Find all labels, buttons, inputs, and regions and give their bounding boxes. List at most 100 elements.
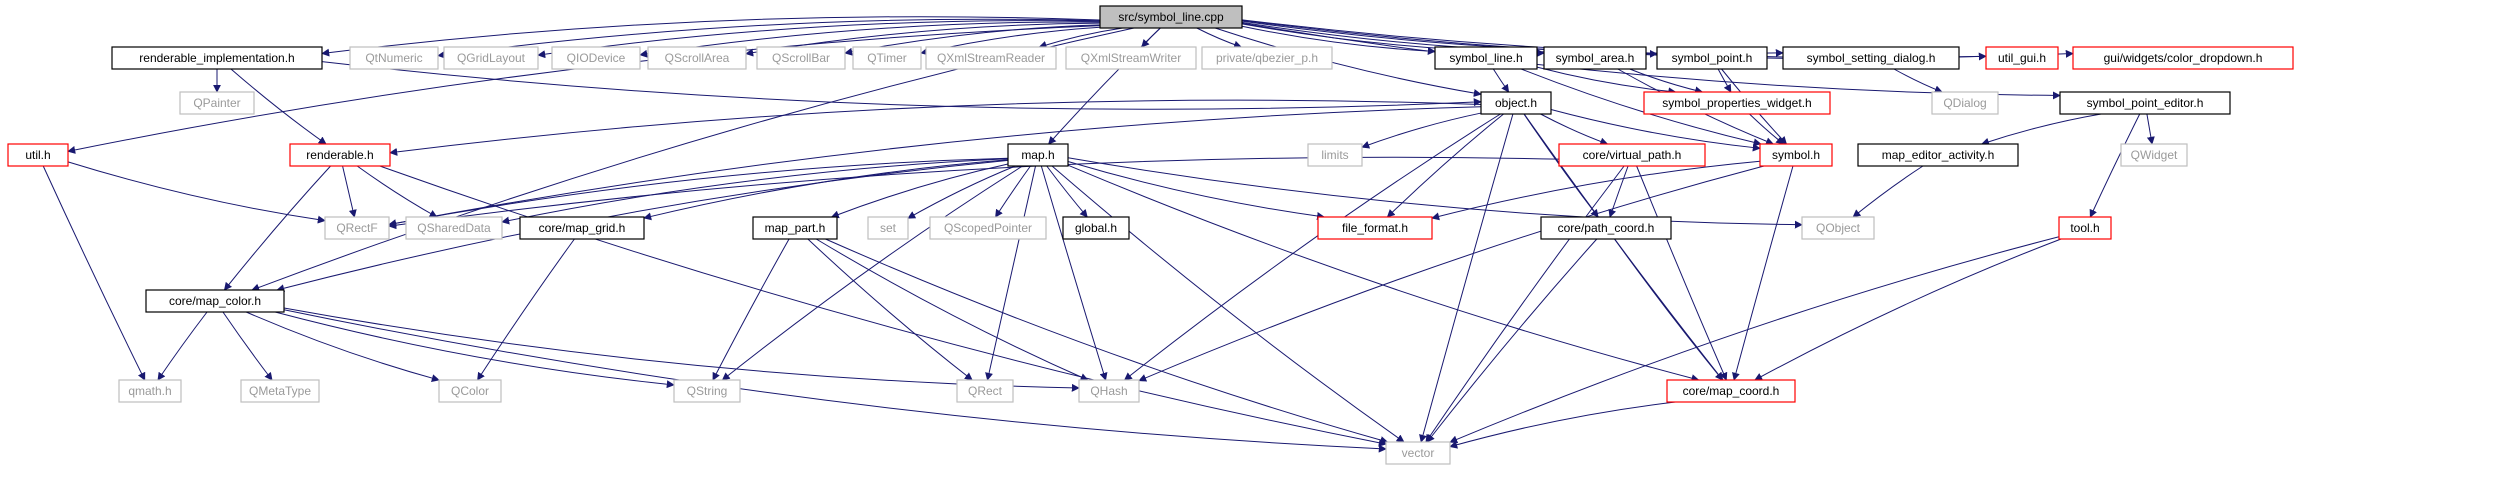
edge-map_h-to-file_format_h (1067, 161, 1326, 220)
node-core-map-color-h[interactable]: core/map_color.h (145, 289, 285, 313)
node-util-gui-h[interactable]: util_gui.h (1985, 46, 2059, 70)
node-box (443, 46, 539, 70)
node-symbol-setting-dialog-h[interactable]: symbol_setting_dialog.h (1782, 46, 1960, 70)
edge-map_h-to-core_map_grid_h (643, 159, 1009, 221)
node-tool-h[interactable]: tool.h (2058, 216, 2112, 240)
node-map-editor-activity-h[interactable]: map_editor_activity.h (1857, 143, 2019, 167)
node-label: symbol_setting_dialog.h (1807, 51, 1936, 65)
node-label: QObject (1816, 221, 1861, 235)
node-label: renderable.h (306, 148, 373, 162)
edge-object_h-to-renderable_h (389, 99, 1482, 156)
node-label: global.h (1075, 221, 1117, 235)
node-box (7, 143, 69, 167)
node-QMetaType: QMetaType (240, 379, 320, 403)
node-core-map-coord-h[interactable]: core/map_coord.h (1666, 379, 1796, 403)
node-box (1385, 441, 1451, 465)
node-symbol-properties-widget-h[interactable]: symbol_properties_widget.h (1643, 91, 1831, 115)
node-label: map_part.h (765, 221, 826, 235)
node-map-h[interactable]: map.h (1007, 143, 1069, 167)
node-box (1065, 46, 1197, 70)
node-box (1801, 216, 1875, 240)
edge-map_h-to-QObject (1067, 157, 1803, 229)
node-symbol-point-editor-h[interactable]: symbol_point_editor.h (2059, 91, 2231, 115)
node-object-h[interactable]: object.h (1480, 91, 1552, 115)
edge-symbol_point_editor_h-to-QWidget (2146, 113, 2155, 145)
edge-symbol_line_cpp-to-map_h (1048, 27, 1161, 145)
edge-util_h-to-QRectF (67, 161, 326, 224)
edge-core_map_color_h-to-QString (275, 311, 675, 389)
node-box (647, 46, 747, 70)
node-map-part-h[interactable]: map_part.h (752, 216, 838, 240)
node-label: symbol_line.h (1449, 51, 1522, 65)
node-QXmlStreamReader: QXmlStreamReader (925, 46, 1057, 70)
node-box (956, 379, 1014, 403)
node-file-format-h[interactable]: file_format.h (1317, 216, 1433, 240)
node-label: QScrollBar (772, 51, 830, 65)
node-label: QHash (1090, 384, 1127, 398)
edge-map_h-to-QString (721, 165, 1023, 381)
node-box (405, 216, 503, 240)
node-label: symbol_area.h (1556, 51, 1635, 65)
edge-symbol_point_editor_h-to-tool_h (2089, 113, 2141, 218)
node-label: symbol_properties_widget.h (1662, 96, 1811, 110)
node-symbol-area-h[interactable]: symbol_area.h (1543, 46, 1647, 70)
edge-map_h-to-QSharedData (501, 158, 1009, 225)
node-box (2120, 143, 2188, 167)
node-renderable-h[interactable]: renderable.h (289, 143, 391, 167)
node-core-map-grid-h[interactable]: core/map_grid.h (519, 216, 645, 240)
node-global-h[interactable]: global.h (1062, 216, 1130, 240)
node-qbezier-p-h: private/qbezier_p.h (1201, 46, 1333, 70)
node-QRect: QRect (956, 379, 1014, 403)
node-label: core/map_coord.h (1683, 384, 1780, 398)
edge-core_map_color_h-to-QMetaType (222, 311, 273, 381)
edge-symbol_line_cpp-to-QXmlStreamReader (1038, 27, 1123, 49)
node-label: util.h (25, 148, 50, 162)
node-label: symbol_point_editor.h (2087, 96, 2204, 110)
node-symbol-line-cpp[interactable]: src/symbol_line.cpp (1099, 5, 1243, 29)
node-box (289, 143, 391, 167)
edge-renderable_impl_h-to-object_h (321, 61, 1482, 110)
node-label: gui/widgets/color_dropdown.h (2104, 51, 2263, 65)
node-symbol-point-h[interactable]: symbol_point.h (1656, 46, 1768, 70)
edge-symbol_area_h-to-symbol_properties_widget_h (1629, 68, 1704, 95)
edge-symbol_line_h-to-symbol_h (1520, 68, 1762, 147)
edge-object_h-to-file_format_h (1386, 113, 1504, 218)
node-box (1434, 46, 1538, 70)
edge-object_h-to-QHash (1123, 113, 1501, 381)
node-core-virtual-path-h[interactable]: core/virtual_path.h (1558, 143, 1706, 167)
node-box (118, 379, 182, 403)
edge-map_h-to-set (907, 165, 1016, 219)
node-label: core/map_grid.h (539, 221, 626, 235)
edge-map_h-to-core_map_color_h (276, 159, 1009, 293)
edge-renderable_h-to-QRectF (342, 165, 357, 218)
node-label: QGridLayout (457, 51, 526, 65)
edge-symbol_h-to-QHash (1138, 165, 1765, 382)
edge-core_map_coord_h-to-vector (1449, 401, 1676, 449)
node-core-path-coord-h[interactable]: core/path_coord.h (1540, 216, 1672, 240)
node-label: QDialog (1943, 96, 1986, 110)
edge-map_h-to-map_part_h (830, 163, 1009, 219)
node-util-h[interactable]: util.h (7, 143, 69, 167)
node-symbol-h[interactable]: symbol.h (1759, 143, 1833, 167)
node-label: QRect (968, 384, 1003, 398)
edge-symbol_h-to-core_map_coord_h (1732, 165, 1794, 381)
edge-core_map_color_h-to-QColor (245, 311, 440, 383)
node-box (1078, 379, 1140, 403)
node-label: QScopedPointer (944, 221, 1032, 235)
node-box (551, 46, 641, 70)
edge-tool_h-to-core_map_coord_h (1754, 238, 2062, 381)
node-symbol-line-h[interactable]: symbol_line.h (1434, 46, 1538, 70)
edge-object_h-to-limits (1361, 112, 1482, 149)
node-QTimer: QTimer (852, 46, 922, 70)
node-label: QXmlStreamWriter (1081, 51, 1181, 65)
node-color-dropdown-h[interactable]: gui/widgets/color_dropdown.h (2072, 46, 2294, 70)
node-box (324, 216, 390, 240)
node-label: object.h (1495, 96, 1537, 110)
node-box (925, 46, 1057, 70)
edge-map_part_h-to-vector (825, 238, 1389, 444)
node-renderable-impl-h[interactable]: renderable_implementation.h (111, 46, 323, 70)
node-label: util_gui.h (1998, 51, 2046, 65)
node-box (519, 216, 645, 240)
edge-symbol_line_h-to-symbol_properties_widget_h (1536, 66, 1677, 96)
